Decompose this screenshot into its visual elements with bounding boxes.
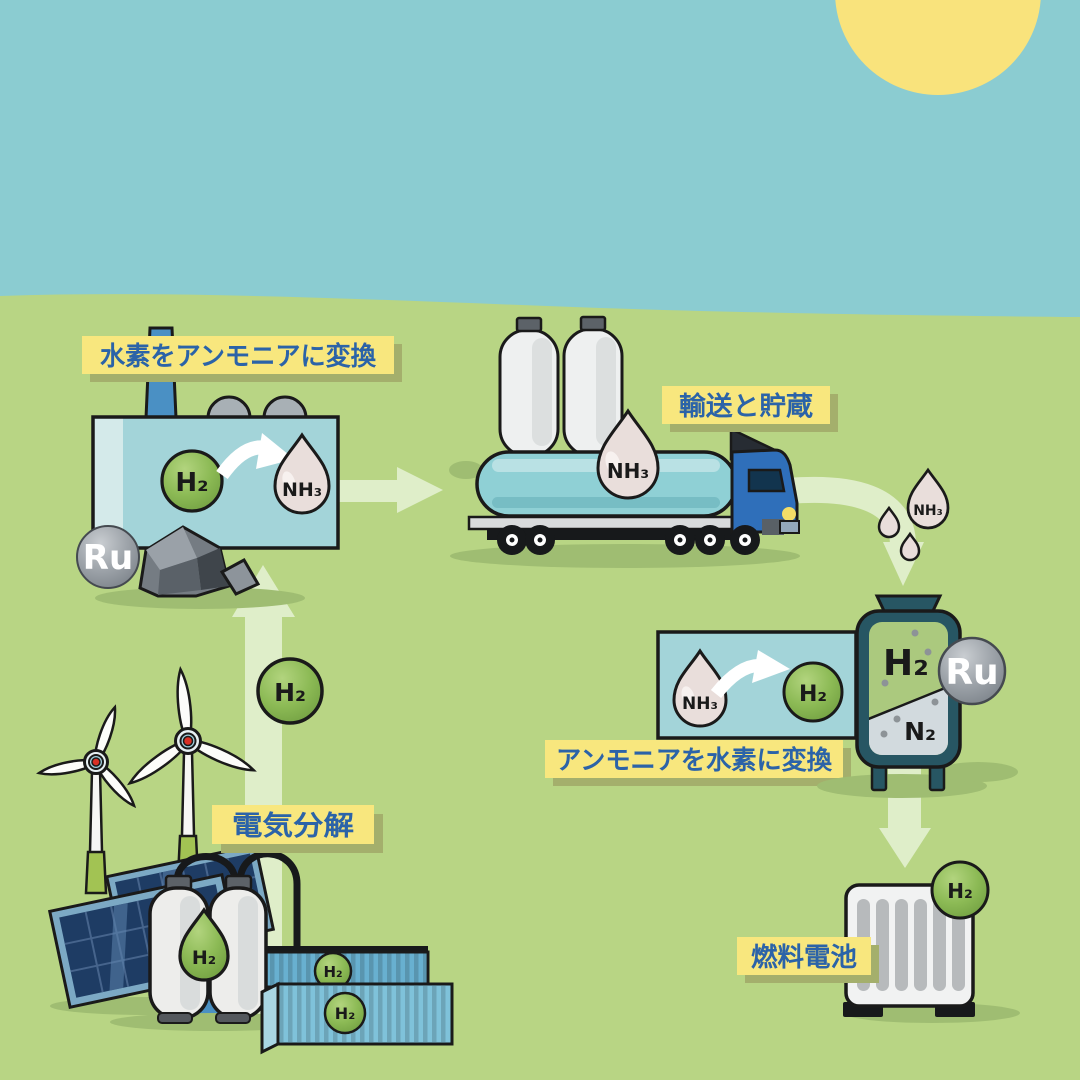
storage-container-front: H₂ xyxy=(260,981,454,1055)
label-background xyxy=(212,805,374,844)
nh3-label: NH₃ xyxy=(682,694,718,714)
h2-label: H₂ xyxy=(799,682,827,707)
nh3-label: NH₃ xyxy=(607,459,649,483)
tanker-truck: NH₃ xyxy=(449,315,800,568)
label-hydrogen-to-ammonia: 水素をアンモニアに変換 xyxy=(82,336,402,382)
h2-molecule-icon xyxy=(323,991,367,1035)
ammonia-cracking-box: NH₃ H₂ xyxy=(656,630,858,740)
trailer-chassis xyxy=(487,529,741,540)
gas-bubbles xyxy=(880,629,939,738)
h2-molecule-icon xyxy=(930,860,990,920)
container-side xyxy=(260,981,280,1055)
fuelcell-slats xyxy=(857,899,965,991)
h2-molecule-icon xyxy=(256,657,324,725)
conversion-arrow-head xyxy=(752,650,790,683)
panel-glare xyxy=(109,902,128,991)
label-ammonia-to-hydrogen: アンモニアを水素に変換 xyxy=(545,740,851,786)
fuelcell-shadow xyxy=(844,1003,1020,1023)
tank-shadow xyxy=(449,461,483,479)
cracking-vessel: H₂ N₂ Ru xyxy=(817,594,1018,798)
droplet-highlight xyxy=(681,686,695,706)
vessel-shadow-right xyxy=(938,762,1018,782)
h2-on-arrow: H₂ xyxy=(256,657,324,725)
turbine-base xyxy=(84,850,108,895)
wind-turbine-1 xyxy=(35,704,137,895)
h2-label: H₂ xyxy=(335,1004,355,1023)
nh3-droplet-icon xyxy=(906,467,950,530)
ruthenium-label: Ru xyxy=(83,538,133,578)
nh3-droplet-icon xyxy=(596,408,660,500)
label-text: 燃料電池 xyxy=(751,943,857,973)
ruthenium-label: Ru xyxy=(945,652,998,693)
tank-shade xyxy=(492,497,720,508)
vessel-n2-chamber xyxy=(869,684,948,755)
label-background xyxy=(545,740,843,778)
factory-dome-1 xyxy=(206,395,252,420)
hydrogen-cylinder-2 xyxy=(208,874,268,1024)
h2-label: H₂ xyxy=(192,947,216,969)
label-text: 水素をアンモニアに変換 xyxy=(100,341,377,372)
n2-label: N₂ xyxy=(904,717,936,746)
h2-label: H₂ xyxy=(323,963,342,981)
hose-to-container xyxy=(236,850,301,952)
label-background xyxy=(82,336,394,374)
truck-wheels xyxy=(497,525,760,555)
h2-molecule-icon xyxy=(160,449,224,513)
headlight xyxy=(782,507,796,521)
sun xyxy=(835,0,1041,95)
truck-cab xyxy=(729,427,800,535)
label-text: 電気分解 xyxy=(232,810,354,842)
cylinder-foot xyxy=(157,1012,193,1024)
label-electrolysis: 電気分解 xyxy=(212,805,383,853)
label-text: アンモニアを水素に変換 xyxy=(556,745,833,776)
factory-to-truck-arrow xyxy=(338,467,443,513)
label-background xyxy=(662,386,830,424)
falling-ammonia-droplets: NH₃ xyxy=(877,467,950,562)
small-droplet-icon xyxy=(877,505,901,539)
label-fuel-cell: 燃料電池 xyxy=(737,937,879,983)
turbine-blades xyxy=(127,666,257,786)
h2-label: H₂ xyxy=(175,468,208,498)
h2-molecule-icon xyxy=(782,661,844,723)
droplet-highlight xyxy=(605,451,621,475)
label-text: 輸送と貯蔵 xyxy=(679,391,813,422)
ruthenium-sphere-icon xyxy=(937,636,1007,706)
nh3-label: NH₃ xyxy=(913,503,943,519)
cab-window xyxy=(747,468,786,493)
catalyst-rock xyxy=(138,525,261,598)
nh3-droplet-icon xyxy=(273,432,331,515)
cylinder-foot xyxy=(215,1012,251,1024)
nh3-label: NH₃ xyxy=(282,479,322,501)
hose-between-cylinders xyxy=(173,853,239,883)
cab-skirt xyxy=(762,519,784,535)
label-background xyxy=(737,937,871,975)
electrolysis-section: H₂ H₂ H₂ xyxy=(35,666,454,1055)
h2-label: H₂ xyxy=(947,879,973,903)
droplet-highlight xyxy=(282,471,296,493)
small-droplet-icon xyxy=(899,531,921,562)
h2-label: H₂ xyxy=(274,678,306,707)
label-transport-storage: 輸送と貯蔵 xyxy=(662,386,838,432)
ruthenium-sphere-icon xyxy=(76,525,140,589)
bumper xyxy=(779,520,800,534)
h2-label: H₂ xyxy=(883,643,929,684)
factory-dome-2 xyxy=(262,395,308,420)
h2-droplet-icon xyxy=(178,907,230,982)
trailer-cylinder-1 xyxy=(498,316,560,458)
